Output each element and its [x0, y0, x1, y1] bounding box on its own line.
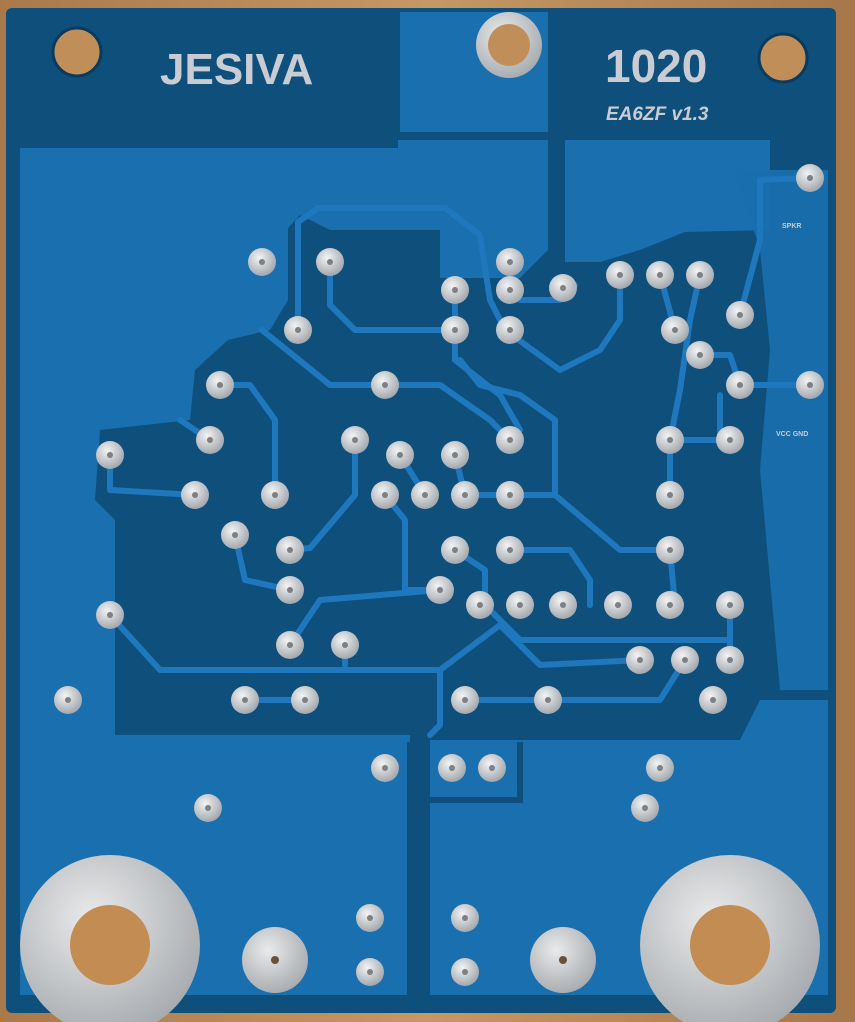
pad-drill-hole	[560, 285, 566, 291]
pad-drill-hole	[807, 175, 813, 181]
pad-drill-hole	[367, 915, 373, 921]
pad-drill-hole	[507, 259, 513, 265]
speaker-silkscreen: SPKR	[782, 223, 801, 230]
pad-drill-hole	[637, 657, 643, 663]
version-silkscreen: EA6ZF v1.3	[606, 104, 709, 125]
pad-drill-hole	[507, 492, 513, 498]
pad-drill-hole	[727, 657, 733, 663]
pad-drill-hole	[667, 492, 673, 498]
pad-drill-hole	[615, 602, 621, 608]
pad-drill-hole	[727, 437, 733, 443]
pad-drill-hole	[489, 765, 495, 771]
mounting-hole-bottom-left	[70, 905, 150, 985]
pad-drill-hole	[657, 272, 663, 278]
pad-drill-hole	[642, 805, 648, 811]
pad-drill-hole	[462, 492, 468, 498]
pad-drill-hole	[667, 547, 673, 553]
pad-drill-hole	[192, 492, 198, 498]
pad-drill-hole	[710, 697, 716, 703]
pad-drill-hole	[477, 602, 483, 608]
mounting-hole-top-center	[488, 24, 530, 66]
pad-drill-hole	[452, 452, 458, 458]
pad-drill-hole	[437, 587, 443, 593]
model-silkscreen: 1020	[605, 40, 707, 92]
pad-drill-hole	[667, 602, 673, 608]
pad-drill-hole	[452, 547, 458, 553]
solder-pads	[54, 164, 824, 986]
copper-pour-right-top	[565, 140, 770, 262]
pad-drill-hole	[452, 287, 458, 293]
pad-drill-hole	[287, 642, 293, 648]
pad-drill-hole	[462, 697, 468, 703]
mounting-hole-top-right	[757, 32, 809, 84]
pad-drill-hole	[507, 437, 513, 443]
pad-drill-hole	[382, 382, 388, 388]
pad-drill-hole	[382, 492, 388, 498]
pad-drill-hole	[302, 697, 308, 703]
pad-drill-hole	[422, 492, 428, 498]
pad-drill-hole	[682, 657, 688, 663]
pad-drill-hole	[107, 452, 113, 458]
pad-drill-hole	[207, 437, 213, 443]
pad-drill-hole	[697, 352, 703, 358]
pad-drill-hole	[560, 602, 566, 608]
pad-drill-hole	[295, 327, 301, 333]
isolation-lines	[407, 742, 523, 1000]
copper-pour-left	[20, 140, 548, 995]
pad-drill-hole	[327, 259, 333, 265]
pad-drill-hole	[352, 437, 358, 443]
pad-drill-hole	[259, 259, 265, 265]
power-silkscreen: VCC GND	[776, 431, 808, 438]
pad-drill-hole	[452, 327, 458, 333]
pad-drill-hole	[65, 697, 71, 703]
pad-drill-hole	[217, 382, 223, 388]
pad-drill-hole	[272, 492, 278, 498]
pad-drill-hole	[727, 602, 733, 608]
pad-drill-hole	[507, 327, 513, 333]
mounting-hole-bottom-right	[690, 905, 770, 985]
pad-drill-hole	[342, 642, 348, 648]
pad-drill-hole	[517, 602, 523, 608]
pad-drill-hole	[667, 437, 673, 443]
pad-drill-hole	[449, 765, 455, 771]
pad-drill-hole	[107, 612, 113, 618]
pad-drill-hole	[205, 805, 211, 811]
pad-drill-hole	[657, 765, 663, 771]
pad-drill-hole	[367, 969, 373, 975]
pad-drill-hole	[462, 969, 468, 975]
pad-drill-hole	[737, 312, 743, 318]
pad-drill-hole	[617, 272, 623, 278]
brand-silkscreen: JESIVA	[160, 45, 313, 94]
pad-drill-hole	[807, 382, 813, 388]
pad-drill-hole	[242, 697, 248, 703]
pad-drill-hole	[287, 547, 293, 553]
mounting-hole-top-left	[51, 26, 103, 78]
mounting-holes	[20, 12, 820, 1022]
pad-drill-hole	[737, 382, 743, 388]
pad-drill-hole	[507, 287, 513, 293]
pad-drill-hole	[287, 587, 293, 593]
pad-drill-hole	[232, 532, 238, 538]
pad-drill-hole	[397, 452, 403, 458]
copper-pour-right-edge	[735, 170, 828, 690]
pad-drill-hole	[697, 272, 703, 278]
pad-drill-hole	[672, 327, 678, 333]
pad-drill-hole	[545, 697, 551, 703]
pad-drill-hole	[462, 915, 468, 921]
pad-drill-hole	[507, 547, 513, 553]
pad-drill-hole	[382, 765, 388, 771]
